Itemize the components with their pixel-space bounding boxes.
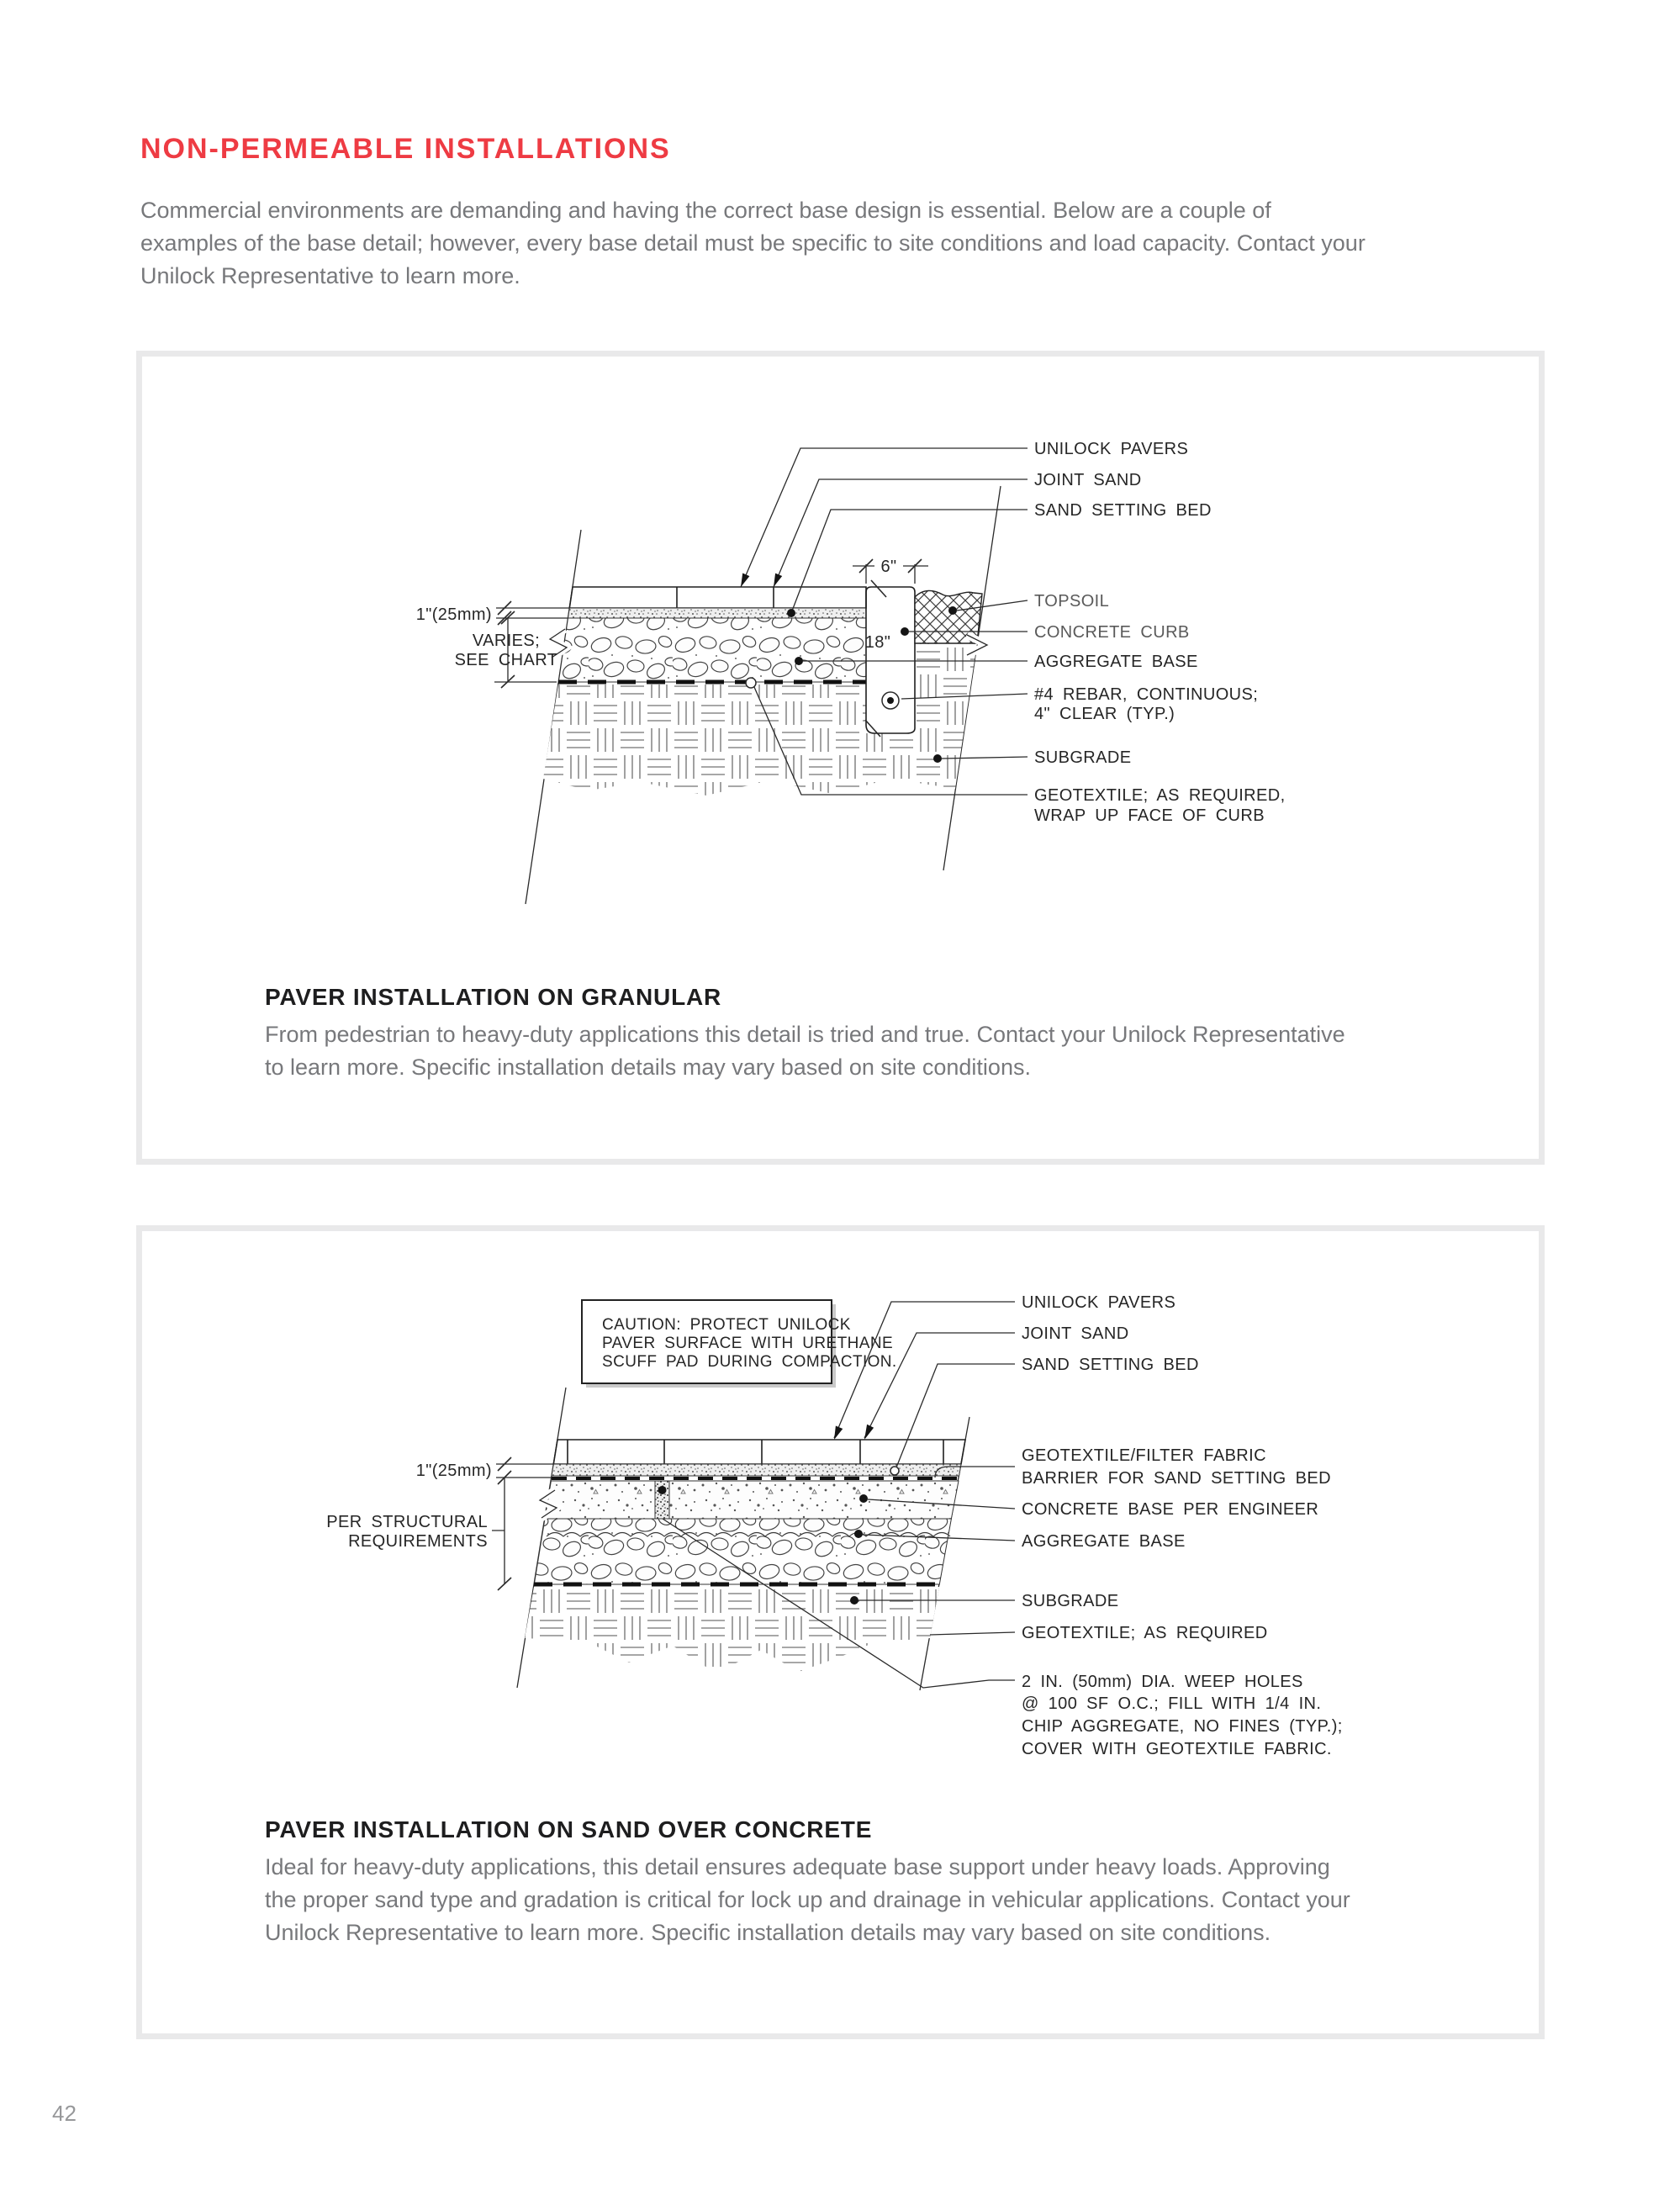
label-weep-3: CHIP AGGREGATE, NO FINES (TYP.); (1022, 1717, 1343, 1736)
dimension-per-structural: PER STRUCTURAL REQUIREMENTS (326, 1478, 512, 1591)
leader-lines (662, 1301, 1016, 1689)
dimension-1in: 1"(25mm) (416, 600, 569, 626)
label-weep-2: @ 100 SF O.C.; FILL WITH 1/4 IN. (1022, 1694, 1321, 1713)
label-sand-setting-bed: SAND SETTING BED (1034, 501, 1212, 520)
dim-6in-label: 6" (880, 558, 896, 576)
topsoil-region (914, 589, 983, 644)
dimension-6in: 6" (853, 558, 928, 584)
label-subgrade: SUBGRADE (1022, 1592, 1118, 1610)
caption-granular-body: From pedestrian to heavy-duty applicatio… (265, 1022, 1345, 1080)
label-geotextile-2: WRAP UP FACE OF CURB (1034, 806, 1265, 825)
label-concrete-base: CONCRETE BASE PER ENGINEER (1022, 1500, 1318, 1519)
page-title: NON-PERMEABLE INSTALLATIONS (140, 133, 671, 165)
rebar-center (887, 697, 894, 704)
concrete-curb (865, 586, 916, 734)
aggregate-base-layer (533, 1518, 952, 1585)
page-number: 42 (52, 2101, 77, 2126)
label-unilock-pavers: UNILOCK PAVERS (1022, 1293, 1175, 1312)
dim-per-label2: REQUIREMENTS (348, 1532, 488, 1551)
label-joint-sand: JOINT SAND (1034, 471, 1142, 489)
pavers-layer (568, 586, 867, 609)
diagram-granular: 6" 18" 1"(25mm) VARIES; SEE CHART (416, 440, 1286, 905)
weep-hole-dot (658, 1486, 667, 1494)
label-joint-sand: JOINT SAND (1022, 1324, 1129, 1343)
break-symbol-left (542, 626, 574, 661)
aggregate-base-layer (557, 617, 867, 683)
label-rebar-1: #4 REBAR, CONTINUOUS; (1034, 685, 1258, 704)
label-subgrade: SUBGRADE (1034, 748, 1131, 767)
label-geotextile-1: GEOTEXTILE; AS REQUIRED, (1034, 786, 1286, 805)
caution-line2: PAVER SURFACE WITH URETHANE (602, 1335, 893, 1352)
caution-box: CAUTION: PROTECT UNILOCK PAVER SURFACE W… (581, 1299, 897, 1388)
caution-line1: CAUTION: PROTECT UNILOCK (602, 1316, 851, 1334)
subgrade-layer (543, 643, 977, 796)
dim-1in-label: 1"(25mm) (416, 605, 492, 624)
label-aggregate-base: AGGREGATE BASE (1022, 1532, 1186, 1551)
diagram-sand-over-concrete: CAUTION: PROTECT UNILOCK PAVER SURFACE W… (326, 1293, 1343, 1758)
caption-sand-over-concrete: PAVER INSTALLATION ON SAND OVER CONCRETE… (265, 1816, 1366, 1949)
paver-joints (567, 1440, 944, 1464)
label-geo-filter-1: GEOTEXTILE/FILTER FABRIC (1022, 1446, 1266, 1465)
dim-1in-label: 1"(25mm) (416, 1462, 492, 1480)
diagram-labels: UNILOCK PAVERS JOINT SAND SAND SETTING B… (1022, 1293, 1343, 1758)
dim-18in-label: 18" (865, 633, 891, 652)
break-symbol-left (531, 1487, 565, 1521)
caption-granular: PAVER INSTALLATION ON GRANULAR From pede… (265, 984, 1366, 1084)
caption-sand-over-concrete-body: Ideal for heavy-duty applications, this … (265, 1854, 1350, 1945)
caption-sand-over-concrete-title: PAVER INSTALLATION ON SAND OVER CONCRETE (265, 1816, 873, 1842)
label-topsoil: TOPSOIL (1034, 592, 1109, 611)
pavers-layer (552, 1439, 966, 1465)
label-aggregate-base: AGGREGATE BASE (1034, 653, 1198, 671)
dim-varies-label2: SEE CHART (455, 651, 558, 669)
dim-varies-label1: VARIES; (473, 632, 540, 650)
curb-corner-ticks (864, 579, 887, 738)
label-weep-1: 2 IN. (50mm) DIA. WEEP HOLES (1022, 1673, 1303, 1691)
label-concrete-curb: CONCRETE CURB (1034, 623, 1190, 642)
label-rebar-2: 4" CLEAR (TYP.) (1034, 705, 1175, 723)
paver-joints (676, 587, 774, 608)
leader-lines (740, 447, 1028, 796)
dimension-varies: VARIES; SEE CHART (455, 611, 558, 689)
sand-setting-bed-layer (551, 1463, 962, 1477)
label-sand-setting-bed: SAND SETTING BED (1022, 1356, 1199, 1374)
label-geo-filter-2: BARRIER FOR SAND SETTING BED (1022, 1469, 1331, 1488)
dim-per-label1: PER STRUCTURAL (326, 1513, 488, 1531)
caption-granular-title: PAVER INSTALLATION ON GRANULAR (265, 984, 722, 1010)
sand-setting-bed-layer (567, 607, 867, 619)
break-symbol-right (964, 631, 996, 659)
caution-line3: SCUFF PAD DURING COMPACTION. (602, 1353, 897, 1371)
label-unilock-pavers: UNILOCK PAVERS (1034, 440, 1188, 458)
concrete-base-layer (544, 1480, 959, 1520)
compaction-scribble (546, 1531, 951, 1537)
label-geotextile: GEOTEXTILE; AS REQUIRED (1022, 1624, 1268, 1642)
dimension-1in: 1"(25mm) (416, 1456, 553, 1485)
intro-paragraph: Commercial environments are demanding an… (140, 198, 1366, 288)
subgrade-layer (525, 1587, 939, 1673)
label-weep-4: COVER WITH GEOTEXTILE FABRIC. (1022, 1740, 1332, 1758)
diagram-labels: UNILOCK PAVERS JOINT SAND SAND SETTING B… (1034, 440, 1286, 825)
